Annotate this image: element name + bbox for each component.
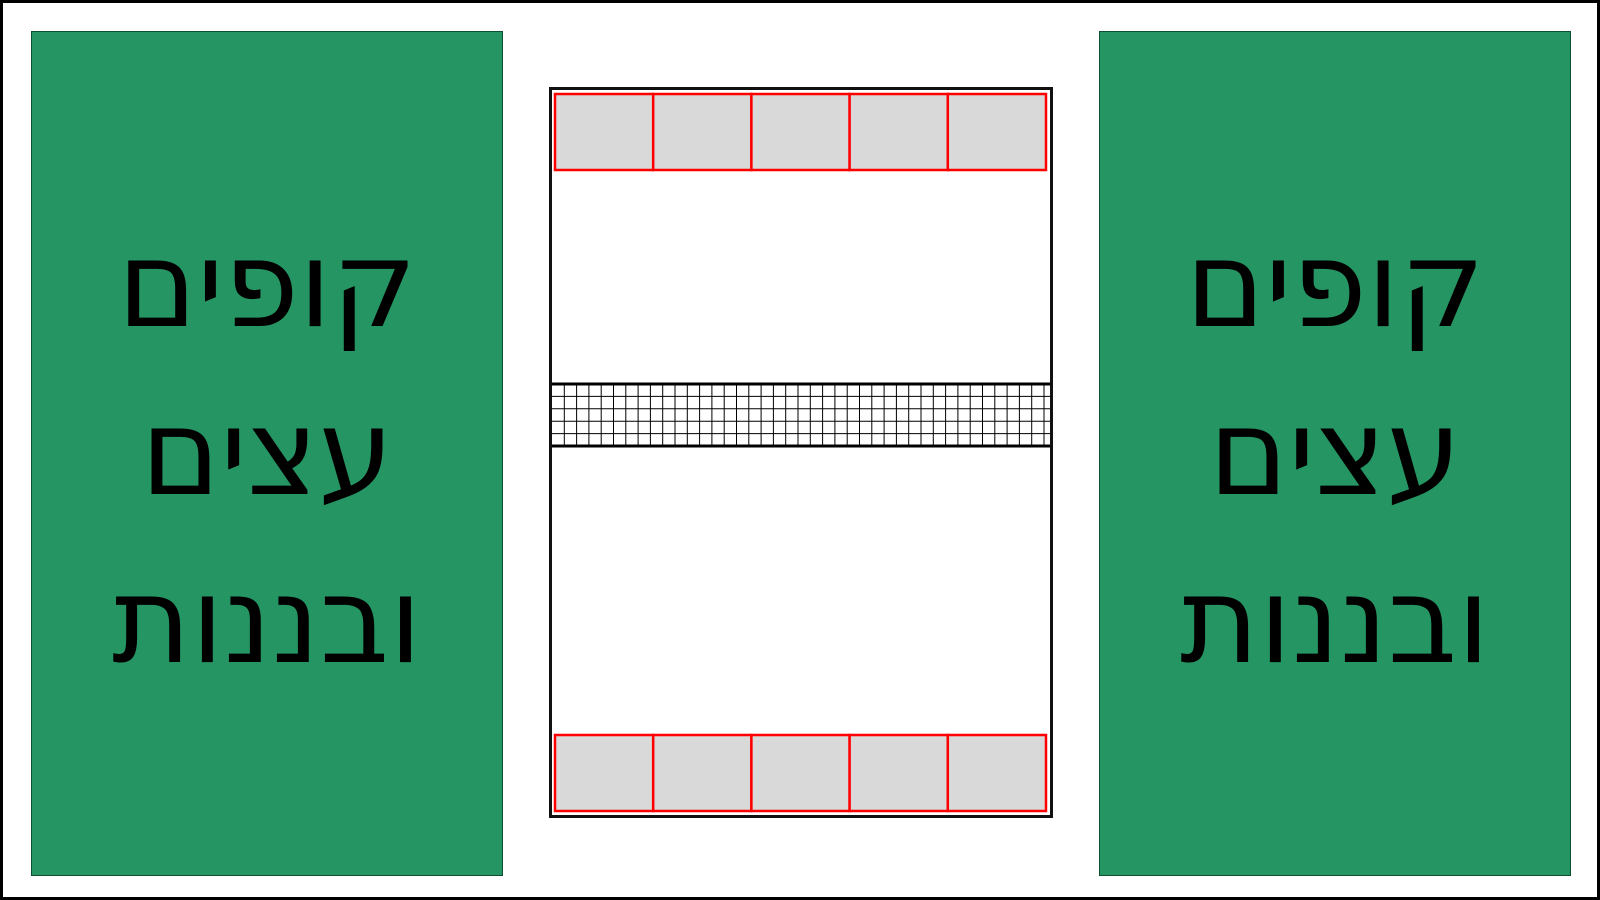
top-zone-cell-1 [553, 92, 655, 172]
top-zone-cell-4 [848, 92, 950, 172]
left-green-panel: קופים עצים ובננות [31, 31, 503, 876]
bottom-zone-cell-3 [750, 733, 851, 813]
right-green-panel: קופים עצים ובננות [1099, 31, 1571, 876]
top-zone-cell-2 [651, 92, 753, 172]
right-panel-line-2: עצים [1208, 383, 1462, 523]
bottom-zone-cell-4 [848, 733, 950, 813]
net-background [552, 384, 1050, 446]
left-panel-line-3: ובננות [112, 551, 422, 691]
bottom-zone-cell-1 [553, 733, 655, 813]
court [549, 87, 1053, 818]
right-panel-line-1: קופים [1185, 215, 1485, 355]
top-zone-cell-3 [750, 92, 851, 172]
left-panel-line-1: קופים [117, 215, 417, 355]
bottom-zone-cell-5 [946, 733, 1048, 813]
bottom-zone-cell-2 [651, 733, 753, 813]
top-zone-cell-5 [946, 92, 1048, 172]
court-drawing [552, 92, 1050, 813]
right-panel-line-3: ובננות [1180, 551, 1490, 691]
left-panel-line-2: עצים [140, 383, 394, 523]
